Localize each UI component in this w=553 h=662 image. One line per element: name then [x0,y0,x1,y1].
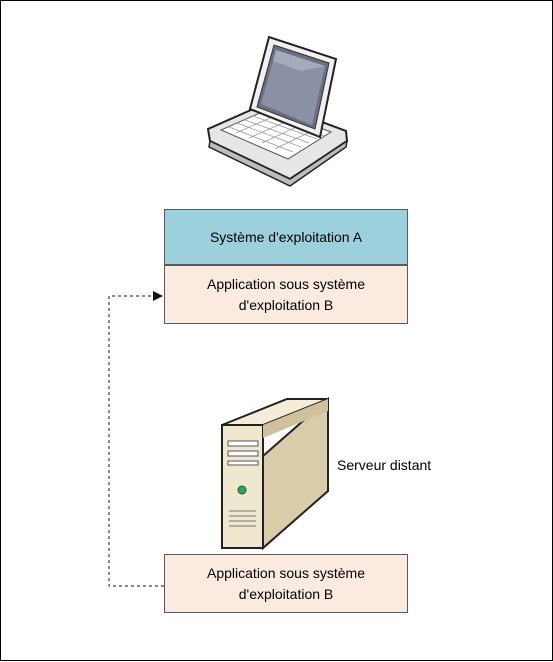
app-top-line2: d'exploitation B [238,296,334,313]
app-bottom-line2: d'exploitation B [238,585,334,602]
arrowhead-icon [153,291,163,301]
app-top-line1: Application sous système [207,275,365,292]
os-a-box: Système d'exploitation A [164,209,408,265]
app-box-top: Application sous système d'exploitation … [164,265,408,324]
app-bottom-line1: Application sous système [207,564,365,581]
app-box-bottom: Application sous système d'exploitation … [164,554,408,613]
server-label: Serveur distant [337,457,432,473]
os-a-label: Système d'exploitation A [209,228,363,245]
